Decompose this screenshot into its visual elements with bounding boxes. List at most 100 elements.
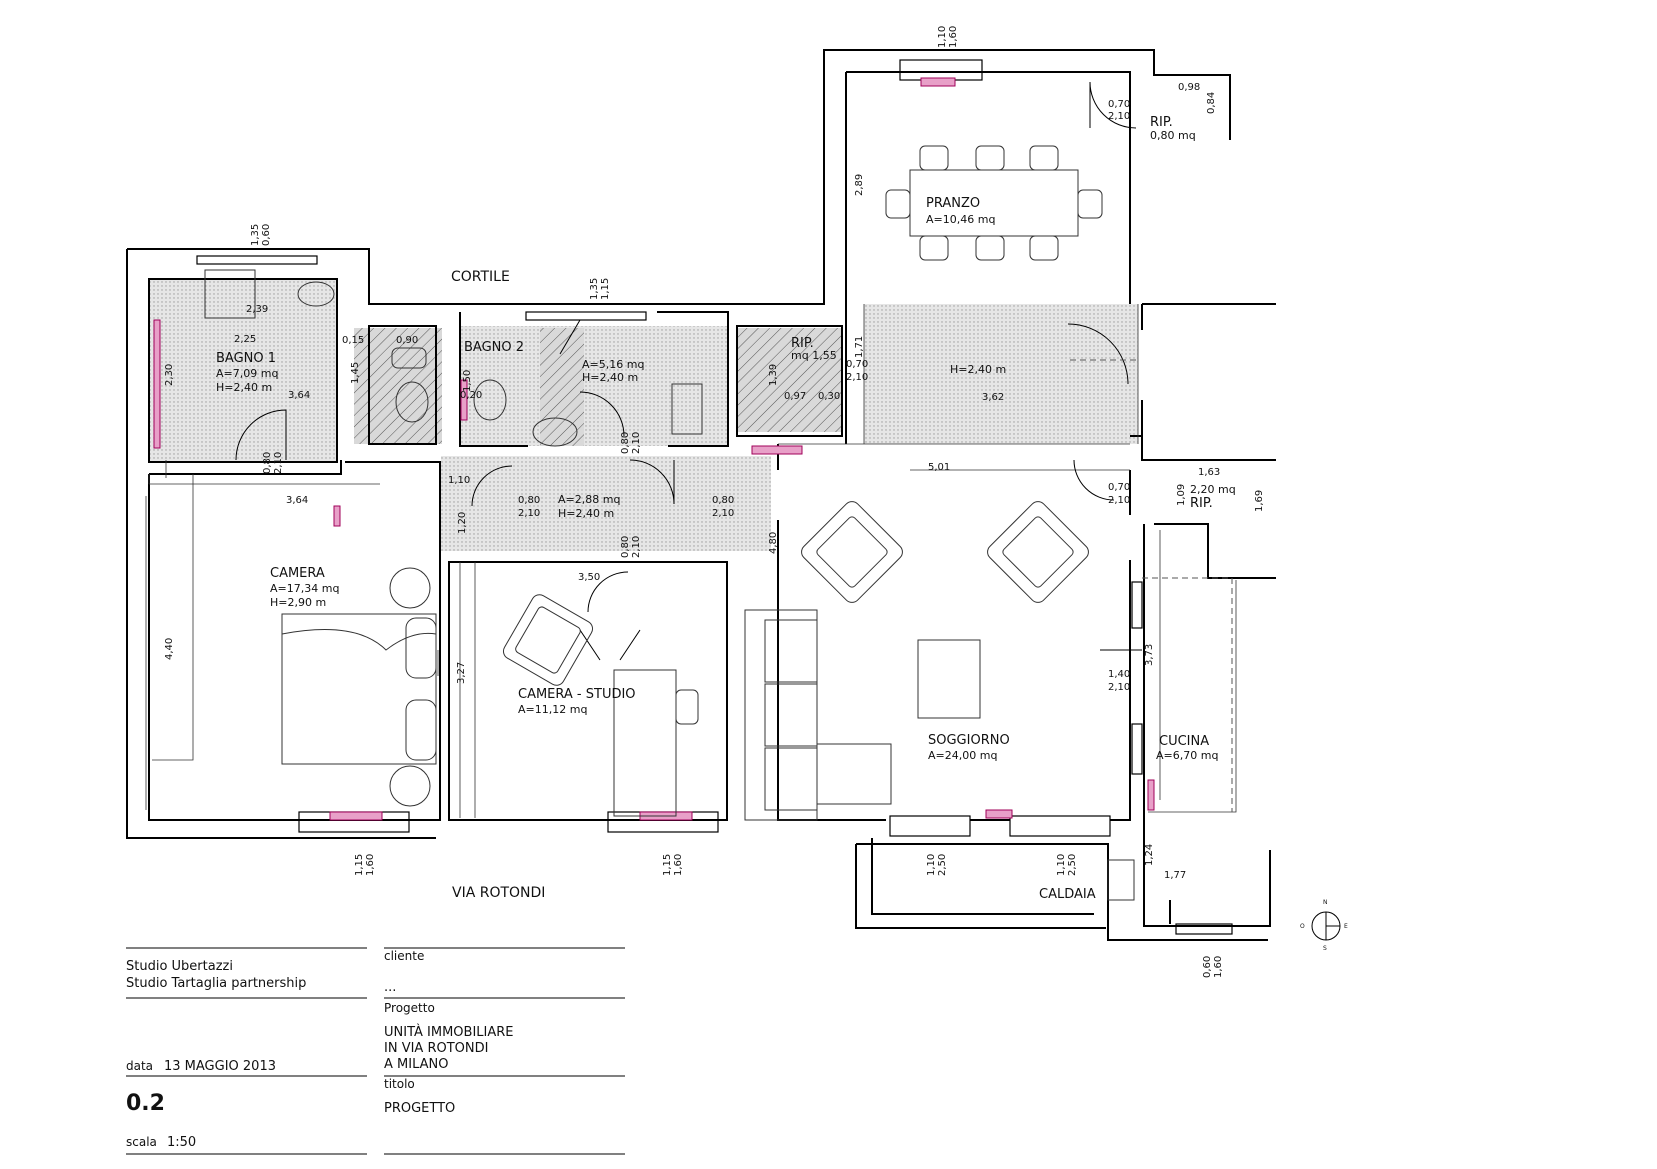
- progetto-label: Progetto: [384, 1001, 435, 1015]
- chair: [1029, 235, 1059, 261]
- svg-text:2,50: 2,50: [1067, 854, 1078, 876]
- svg-text:H=2,40 m: H=2,40 m: [582, 371, 638, 384]
- dim-w-sogg-2: 1,10 2,50: [1056, 854, 1078, 876]
- measure-501: 5,01: [928, 462, 950, 473]
- svg-text:1,10: 1,10: [926, 854, 937, 876]
- chair: [919, 235, 949, 261]
- room-rip-small: RIP. mq 1,55: [791, 336, 837, 362]
- svg-text:1,15: 1,15: [354, 854, 365, 876]
- measure-440: 4,40: [164, 638, 175, 660]
- svg-text:0,80 mq: 0,80 mq: [1150, 129, 1196, 142]
- measure-364a: 3,64: [288, 390, 310, 401]
- compass-o: O: [1300, 923, 1305, 930]
- compass-icon: N E S O: [1300, 899, 1348, 952]
- title-block: Studio Ubertazzi Studio Tartaglia partne…: [126, 947, 625, 1155]
- dim-d-right: 0,80 2,10: [712, 495, 734, 519]
- measure-480: 4,80: [768, 532, 779, 554]
- measure-030: 0,30: [818, 391, 840, 402]
- room-cucina: CUCINA A=6,70 mq: [1156, 734, 1218, 762]
- measure-097: 0,97: [784, 391, 806, 402]
- svg-text:2,10: 2,10: [518, 508, 540, 519]
- svg-text:A=11,12 mq: A=11,12 mq: [518, 703, 587, 716]
- measure-169: 1,69: [1254, 490, 1265, 512]
- room-rip-right: 2,20 mq RIP.: [1190, 483, 1236, 511]
- svg-text:mq 1,55: mq 1,55: [791, 349, 837, 362]
- dim-d-rip-right: 0,70 2,10: [1108, 482, 1130, 506]
- svg-text:CAMERA: CAMERA: [270, 566, 325, 581]
- compass-s: S: [1323, 945, 1327, 952]
- svg-text:1,60: 1,60: [673, 854, 684, 876]
- room-disimpegno: A=2,88 mq H=2,40 m: [558, 493, 620, 520]
- svg-text:1,15: 1,15: [600, 278, 611, 300]
- measure-350: 3,50: [578, 572, 600, 583]
- svg-text:A=5,16 mq: A=5,16 mq: [582, 358, 644, 371]
- progetto-line-1: UNITÀ IMMOBILIARE: [384, 1024, 514, 1040]
- chair: [975, 235, 1005, 261]
- dim-d-rip-small: 0,70 2,10: [846, 359, 868, 383]
- measure-020: 0,20: [460, 390, 482, 401]
- room-rip-top: RIP. 0,80 mq: [1150, 115, 1196, 142]
- scala-label: scala: [126, 1135, 157, 1149]
- measure-177: 1,77: [1164, 870, 1186, 881]
- data-value: 13 MAGGIO 2013: [164, 1059, 276, 1074]
- doors: [235, 81, 1142, 661]
- svg-text:H=2,40 m: H=2,40 m: [950, 363, 1006, 376]
- measure-110: 1,10: [448, 475, 470, 486]
- armchair: [987, 501, 1089, 603]
- svg-text:0,70: 0,70: [846, 359, 868, 370]
- compass-n: N: [1323, 899, 1328, 906]
- data-label: data: [126, 1059, 153, 1073]
- chair: [885, 189, 911, 219]
- svg-text:CUCINA: CUCINA: [1159, 734, 1209, 749]
- measure-171: 1,71: [854, 336, 865, 358]
- dim-w-cucina: 0,60 1,60: [1202, 956, 1224, 978]
- room-camera: CAMERA A=17,34 mq H=2,90 m: [270, 566, 339, 609]
- studio-name-2: Studio Tartaglia partnership: [126, 976, 306, 991]
- svg-text:CAMERA - STUDIO: CAMERA - STUDIO: [518, 687, 636, 702]
- svg-text:2,10: 2,10: [1108, 111, 1130, 122]
- svg-text:A=24,00 mq: A=24,00 mq: [928, 749, 997, 762]
- dim-d-rip-top: 0,70 2,10: [1108, 99, 1130, 122]
- sheet-number: 0.2: [126, 1091, 165, 1116]
- svg-text:0,80: 0,80: [620, 536, 631, 558]
- chair: [1029, 145, 1059, 171]
- armchair: [801, 501, 903, 603]
- measure-084: 0,84: [1206, 92, 1217, 114]
- svg-text:1,60: 1,60: [365, 854, 376, 876]
- measure-120: 1,20: [457, 512, 468, 534]
- svg-text:0,80: 0,80: [518, 495, 540, 506]
- svg-text:A=7,09 mq: A=7,09 mq: [216, 367, 278, 380]
- dim-w-pranzo-top: 1,10 1,60: [937, 26, 959, 48]
- boiler: [1107, 859, 1135, 901]
- dim-d-bagno1: 0,80 2,10: [262, 452, 284, 474]
- coffee-table: [917, 639, 981, 719]
- svg-text:1,10: 1,10: [937, 26, 948, 48]
- cortile-label: CORTILE: [451, 269, 510, 285]
- svg-text:0,80: 0,80: [262, 452, 273, 474]
- measure-150: 1,50: [462, 370, 473, 392]
- cliente-label: cliente: [384, 949, 424, 963]
- nightstand: [389, 567, 431, 609]
- dashed-lines: [1070, 359, 1233, 812]
- via-rotondi-label: VIA ROTONDI: [452, 885, 545, 901]
- measure-098: 0,98: [1178, 82, 1200, 93]
- measure-109: 1,09: [1176, 484, 1187, 506]
- svg-text:A=6,70 mq: A=6,70 mq: [1156, 749, 1218, 762]
- svg-text:2,10: 2,10: [1108, 495, 1130, 506]
- svg-text:BAGNO 2: BAGNO 2: [464, 340, 524, 355]
- measure-145: 1,45: [350, 362, 361, 384]
- detail-lines: [145, 304, 1237, 818]
- measure-327: 3,27: [456, 662, 467, 684]
- chair: [1077, 189, 1103, 219]
- armchair: [502, 594, 594, 686]
- svg-text:2,20 mq: 2,20 mq: [1190, 483, 1236, 496]
- dim-w-bagno2-top: 1,35 1,15: [589, 278, 611, 300]
- measure-163: 1,63: [1198, 467, 1220, 478]
- furniture: [204, 145, 1135, 901]
- svg-text:1,10: 1,10: [1056, 854, 1067, 876]
- svg-text:2,10: 2,10: [712, 508, 734, 519]
- svg-text:0,80: 0,80: [620, 432, 631, 454]
- studio-name-1: Studio Ubertazzi: [126, 959, 233, 974]
- linear-measures: 0,98 0,84 2,89 1,71 3,62 2,39 2,25 2,30 …: [164, 82, 1265, 881]
